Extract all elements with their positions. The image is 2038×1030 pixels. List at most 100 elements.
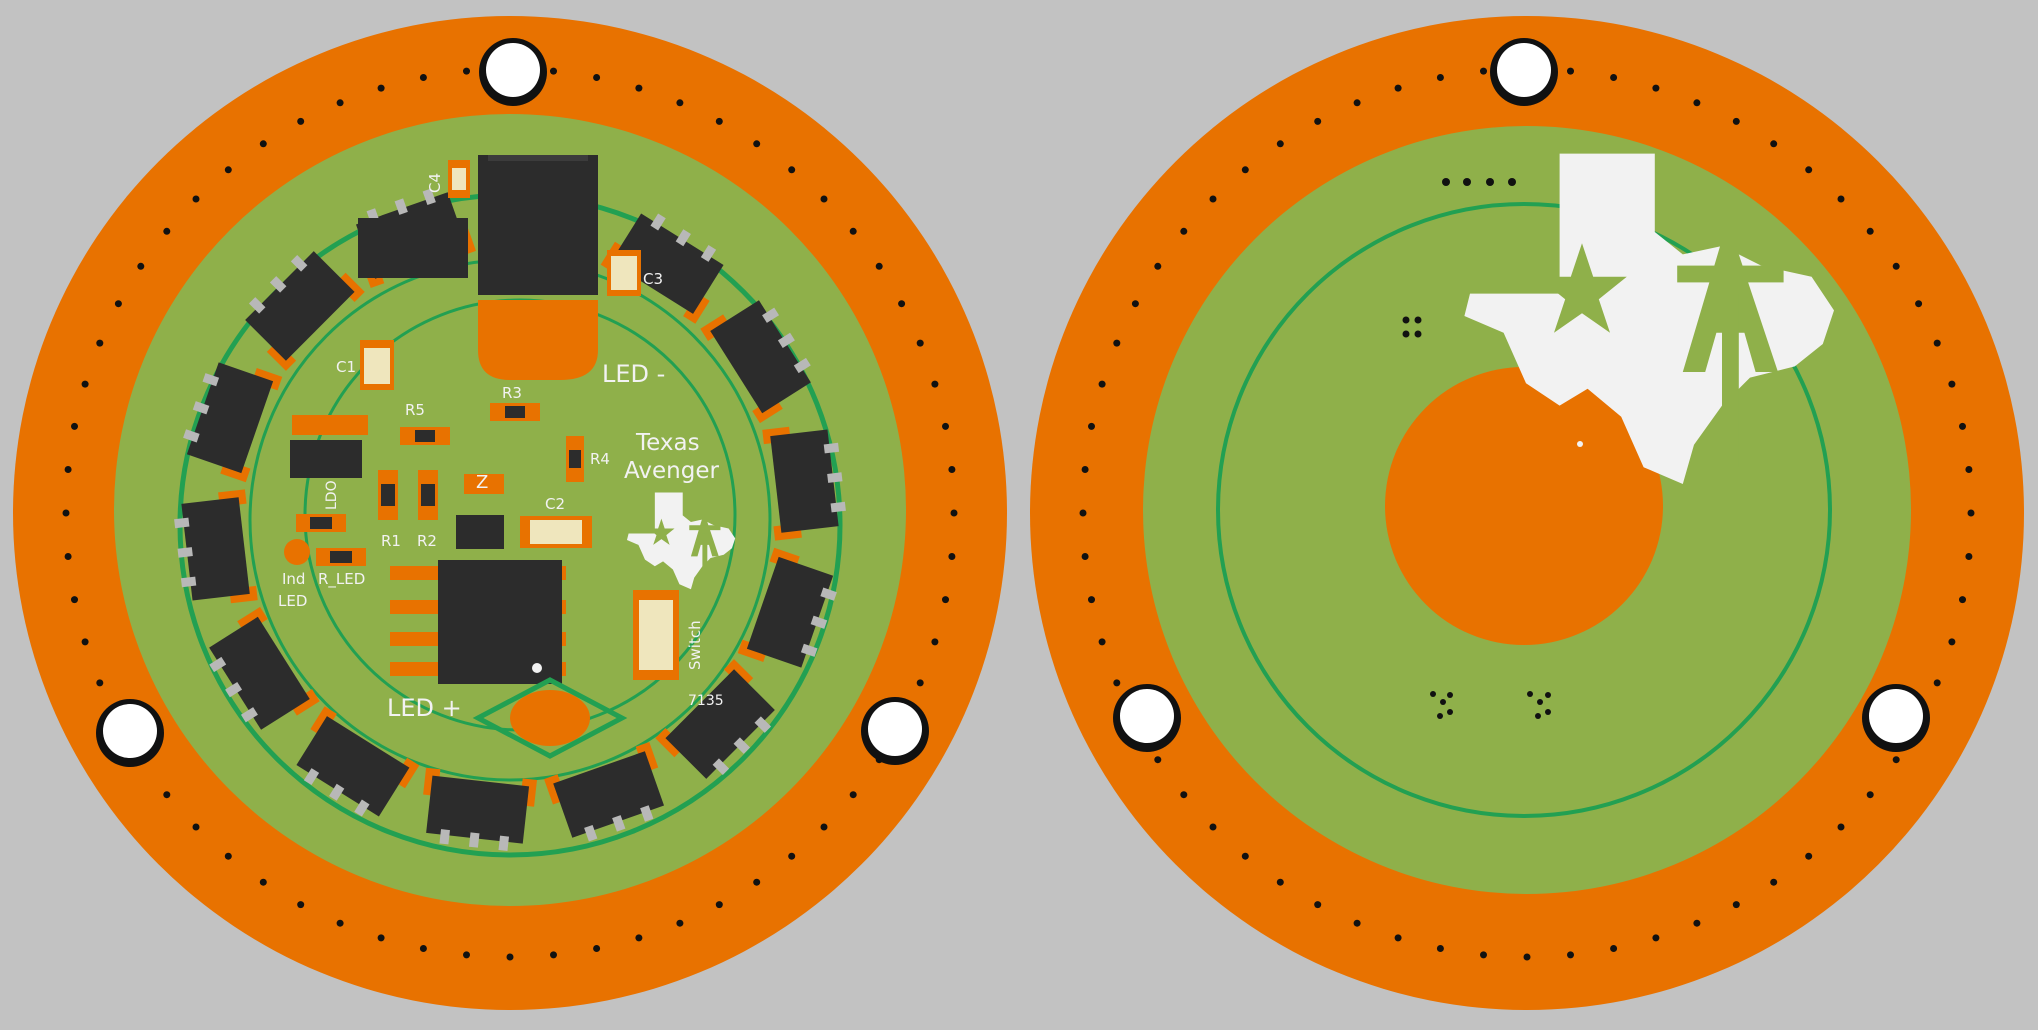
via: [1241, 852, 1249, 860]
via: [163, 227, 171, 235]
via: [377, 934, 385, 942]
via: [1180, 791, 1188, 799]
via: [1081, 553, 1089, 560]
via: [1480, 951, 1487, 959]
label-led-plus: LED +: [387, 694, 462, 722]
resistor-r2: [421, 484, 435, 506]
via: [259, 878, 267, 886]
via: [1732, 117, 1740, 125]
via: [1652, 84, 1660, 92]
via: [81, 380, 89, 388]
via: [849, 227, 857, 235]
label-led-minus: LED -: [602, 360, 665, 388]
via: [593, 945, 601, 952]
via: [948, 553, 956, 560]
via: [1915, 300, 1923, 308]
resistor-r4: [569, 450, 581, 468]
label-ldo: LDO: [324, 480, 340, 510]
via: [820, 195, 828, 203]
label-r3: R3: [502, 384, 522, 402]
label-ind: Ind: [282, 570, 305, 588]
bottom-via-ring: [1079, 65, 1975, 961]
via: [1967, 509, 1975, 517]
via: [297, 901, 305, 909]
pcb-top-view: C4 C3 C1 C2 R3 R4 R5 R1 R2 R_LED LDO Ind…: [13, 16, 1007, 1010]
via: [1113, 679, 1121, 687]
via: [1088, 422, 1095, 430]
via: [1805, 852, 1813, 860]
label-part: 7135: [688, 693, 724, 709]
via: [1892, 756, 1900, 764]
via: [942, 596, 949, 604]
via: [916, 339, 924, 347]
via: [1209, 195, 1217, 203]
capacitor-c2: [530, 520, 582, 544]
via: [81, 638, 89, 646]
via: [1154, 262, 1162, 270]
label-r4: R4: [590, 450, 610, 468]
diode-package: [456, 515, 504, 549]
via: [948, 466, 956, 473]
via: [1837, 195, 1845, 203]
via: [1436, 74, 1444, 81]
via: [1314, 901, 1322, 909]
via: [1241, 166, 1249, 174]
mosfet-package: [478, 155, 598, 295]
via: [898, 300, 906, 308]
via: [1610, 74, 1618, 81]
via: [1394, 934, 1402, 942]
via: [1436, 945, 1444, 952]
resistor-r1: [381, 484, 395, 506]
via: [820, 823, 828, 831]
via: [64, 466, 72, 473]
via: [1770, 878, 1778, 886]
via: [550, 951, 557, 959]
via: [1770, 140, 1778, 148]
brand-line-2: Avenger: [624, 458, 719, 484]
via: [1732, 901, 1740, 909]
sot23-package: [358, 218, 468, 278]
label-r-led: R_LED: [318, 570, 365, 589]
via: [463, 951, 470, 959]
via: [1567, 951, 1574, 959]
via: [1693, 919, 1701, 927]
label-r2: R2: [417, 532, 437, 550]
via: [336, 99, 344, 107]
via: [788, 166, 796, 174]
via: [1098, 380, 1106, 388]
via: [1353, 919, 1361, 927]
via: [1081, 466, 1089, 473]
via: [849, 791, 857, 799]
via: [1276, 878, 1284, 886]
resistor-r-led: [330, 551, 352, 563]
via: [950, 509, 958, 517]
driver-ic: [390, 560, 566, 684]
via: [676, 919, 684, 927]
resistor-r5: [415, 430, 435, 442]
via: [419, 945, 427, 952]
via: [1892, 262, 1900, 270]
via: [635, 934, 643, 942]
via: [377, 84, 385, 92]
bottom-center-pad: [1385, 367, 1663, 645]
label-switch: Switch: [686, 620, 704, 670]
via: [715, 117, 723, 125]
via-cluster: [1402, 178, 1551, 719]
via: [1948, 380, 1956, 388]
via: [635, 84, 643, 92]
via: [163, 791, 171, 799]
via: [506, 953, 514, 961]
pcb-bottom-view: [1030, 16, 2024, 1010]
via: [676, 99, 684, 107]
via: [62, 509, 70, 517]
via: [96, 339, 104, 347]
via: [715, 901, 723, 909]
via: [1805, 166, 1813, 174]
via: [1098, 638, 1106, 646]
via: [753, 878, 761, 886]
brand-line-1: Texas: [635, 430, 700, 456]
led-plus-pad: [510, 690, 590, 746]
via: [1209, 823, 1217, 831]
